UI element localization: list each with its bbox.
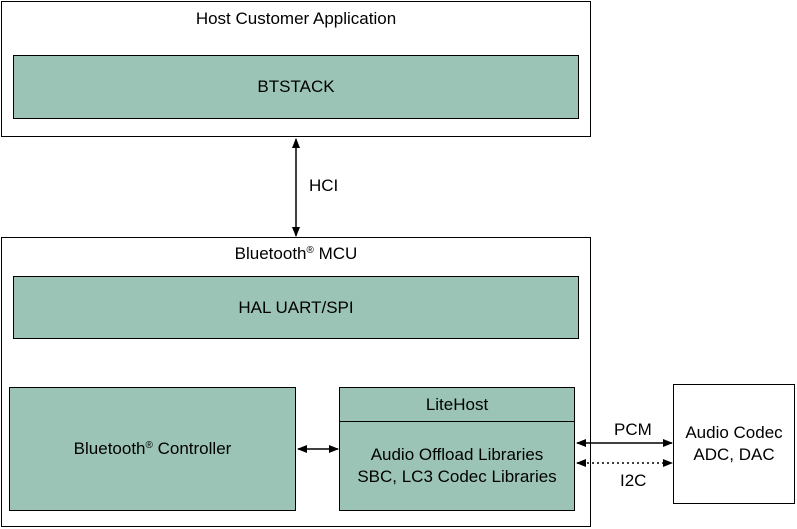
hal-label: HAL UART/SPI xyxy=(238,297,354,317)
litehost-label: LiteHost xyxy=(425,394,489,414)
bluetooth-controller-label: Bluetooth® Controller xyxy=(73,439,232,458)
pcm-label: PCM xyxy=(614,420,652,439)
btstack-label: BTSTACK xyxy=(257,77,335,96)
i2c-label: I2C xyxy=(620,471,647,490)
hal-uart-spi-block: HAL UART/SPI xyxy=(13,276,579,339)
audio-codec-box: Audio Codec ADC, DAC xyxy=(673,384,795,504)
audio-codec-line1: Audio Codec xyxy=(685,423,783,442)
audio-offload-line2: SBC, LC3 Codec Libraries xyxy=(357,467,557,486)
audio-codec-line2: ADC, DAC xyxy=(693,445,775,464)
audio-offload-libraries-block: Audio Offload Libraries SBC, LC3 Codec L… xyxy=(339,421,575,511)
bluetooth-mcu-title: Bluetooth® MCU xyxy=(234,244,358,263)
hci-label: HCI xyxy=(309,176,339,195)
audio-offload-line1: Audio Offload Libraries xyxy=(370,445,544,464)
litehost-block: LiteHost xyxy=(339,387,575,422)
host-application-title: Host Customer Application xyxy=(195,9,397,28)
btstack-block: BTSTACK xyxy=(13,55,579,119)
bluetooth-controller-block: Bluetooth® Controller xyxy=(9,387,296,511)
